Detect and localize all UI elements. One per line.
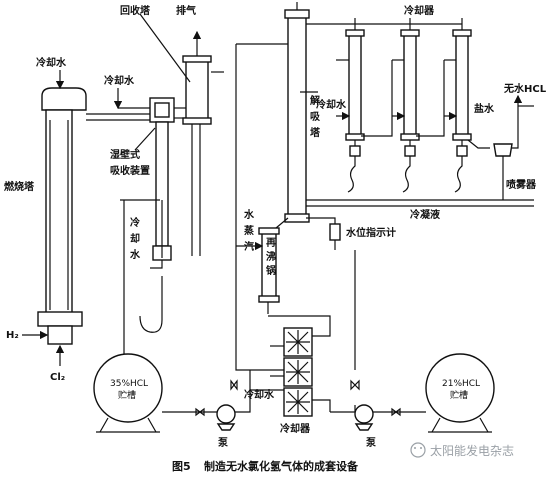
label-cooling-water-right: 冷却水 bbox=[316, 98, 347, 111]
cooler-bottom-2 bbox=[283, 357, 313, 387]
watermark-logo-icon bbox=[410, 442, 426, 458]
caption-number: 图5 bbox=[172, 460, 191, 473]
cooler-bottom-1 bbox=[283, 327, 313, 357]
tank-35-hcl bbox=[93, 353, 163, 433]
label-steam-v3: 汽 bbox=[244, 240, 254, 253]
label-spray: 喷雾器 bbox=[506, 178, 537, 191]
label-desorption-1: 解 bbox=[310, 94, 320, 107]
label-cooling-water-left: 冷却水 bbox=[36, 56, 67, 69]
label-tank-left-2: 贮槽 bbox=[118, 389, 136, 401]
label-cw-v2: 却 bbox=[130, 232, 140, 245]
label-cooler-top: 冷却器 bbox=[404, 4, 435, 17]
cooler-bottom-3 bbox=[283, 387, 313, 417]
label-salt-water: 盐水 bbox=[474, 102, 495, 115]
label-wet-absorber-1: 湿壁式 bbox=[110, 148, 140, 161]
label-reboiler-1: 再 bbox=[266, 237, 276, 249]
label-level-indicator: 水位指示计 bbox=[345, 226, 396, 239]
watermark-text: 太阳能发电杂志 bbox=[430, 443, 514, 458]
caption-text: 制造无水氯化氢气体的成套设备 bbox=[204, 459, 359, 473]
label-anhydrous-hcl: 无水HCL bbox=[503, 82, 547, 95]
label-condensate: 冷凝液 bbox=[410, 208, 440, 221]
label-recovery-tower: 回收塔 bbox=[120, 4, 151, 17]
cooler-top-1 bbox=[345, 29, 365, 157]
label-cw-v1: 冷 bbox=[130, 216, 140, 229]
label-pump-left: 泵 bbox=[218, 437, 229, 449]
label-reboiler-3: 锅 bbox=[266, 264, 276, 277]
label-cw-v3: 水 bbox=[129, 248, 141, 261]
label-cooling-water-bottom: 冷却水 bbox=[244, 388, 275, 401]
pump-right bbox=[354, 404, 374, 431]
label-pump-right: 泵 bbox=[366, 437, 377, 449]
label-wet-absorber-2: 吸收装置 bbox=[110, 164, 150, 177]
label-tank-right-1: 21%HCL bbox=[442, 379, 480, 389]
valve-mid bbox=[350, 379, 360, 391]
level-indicator bbox=[329, 223, 341, 241]
label-cl2: Cl₂ bbox=[50, 372, 65, 383]
label-cooler-bottom: 冷却器 bbox=[280, 422, 311, 435]
watermark: 太阳能发电杂志 bbox=[410, 442, 514, 458]
label-tank-left-1: 35%HCL bbox=[110, 379, 148, 389]
valve-right bbox=[391, 407, 401, 417]
recovery-tower bbox=[182, 55, 212, 125]
label-steam-v1: 水 bbox=[243, 208, 255, 221]
combustion-tower bbox=[37, 87, 87, 345]
label-tank-right-2: 贮槽 bbox=[450, 389, 468, 401]
desorption-tower bbox=[284, 9, 310, 223]
label-cooling-water-mid: 冷却水 bbox=[104, 74, 135, 87]
cooler-top-2 bbox=[400, 29, 420, 157]
label-desorption-3: 塔 bbox=[310, 126, 321, 139]
spray-separator bbox=[493, 143, 513, 157]
label-exhaust: 排气 bbox=[176, 4, 196, 17]
pump-left bbox=[216, 404, 236, 431]
valve-left bbox=[195, 407, 205, 417]
tank-21-hcl bbox=[425, 353, 495, 433]
label-combustion-tower: 燃烧塔 bbox=[4, 180, 35, 193]
reboiler bbox=[258, 227, 280, 303]
valve-cooling bbox=[230, 379, 238, 391]
cooler-top-3 bbox=[452, 29, 472, 157]
label-h2: H₂ bbox=[6, 330, 19, 341]
label-steam-v2: 蒸 bbox=[244, 224, 254, 237]
label-desorption-2: 吸 bbox=[310, 111, 321, 123]
label-reboiler-2: 沸 bbox=[266, 250, 276, 263]
